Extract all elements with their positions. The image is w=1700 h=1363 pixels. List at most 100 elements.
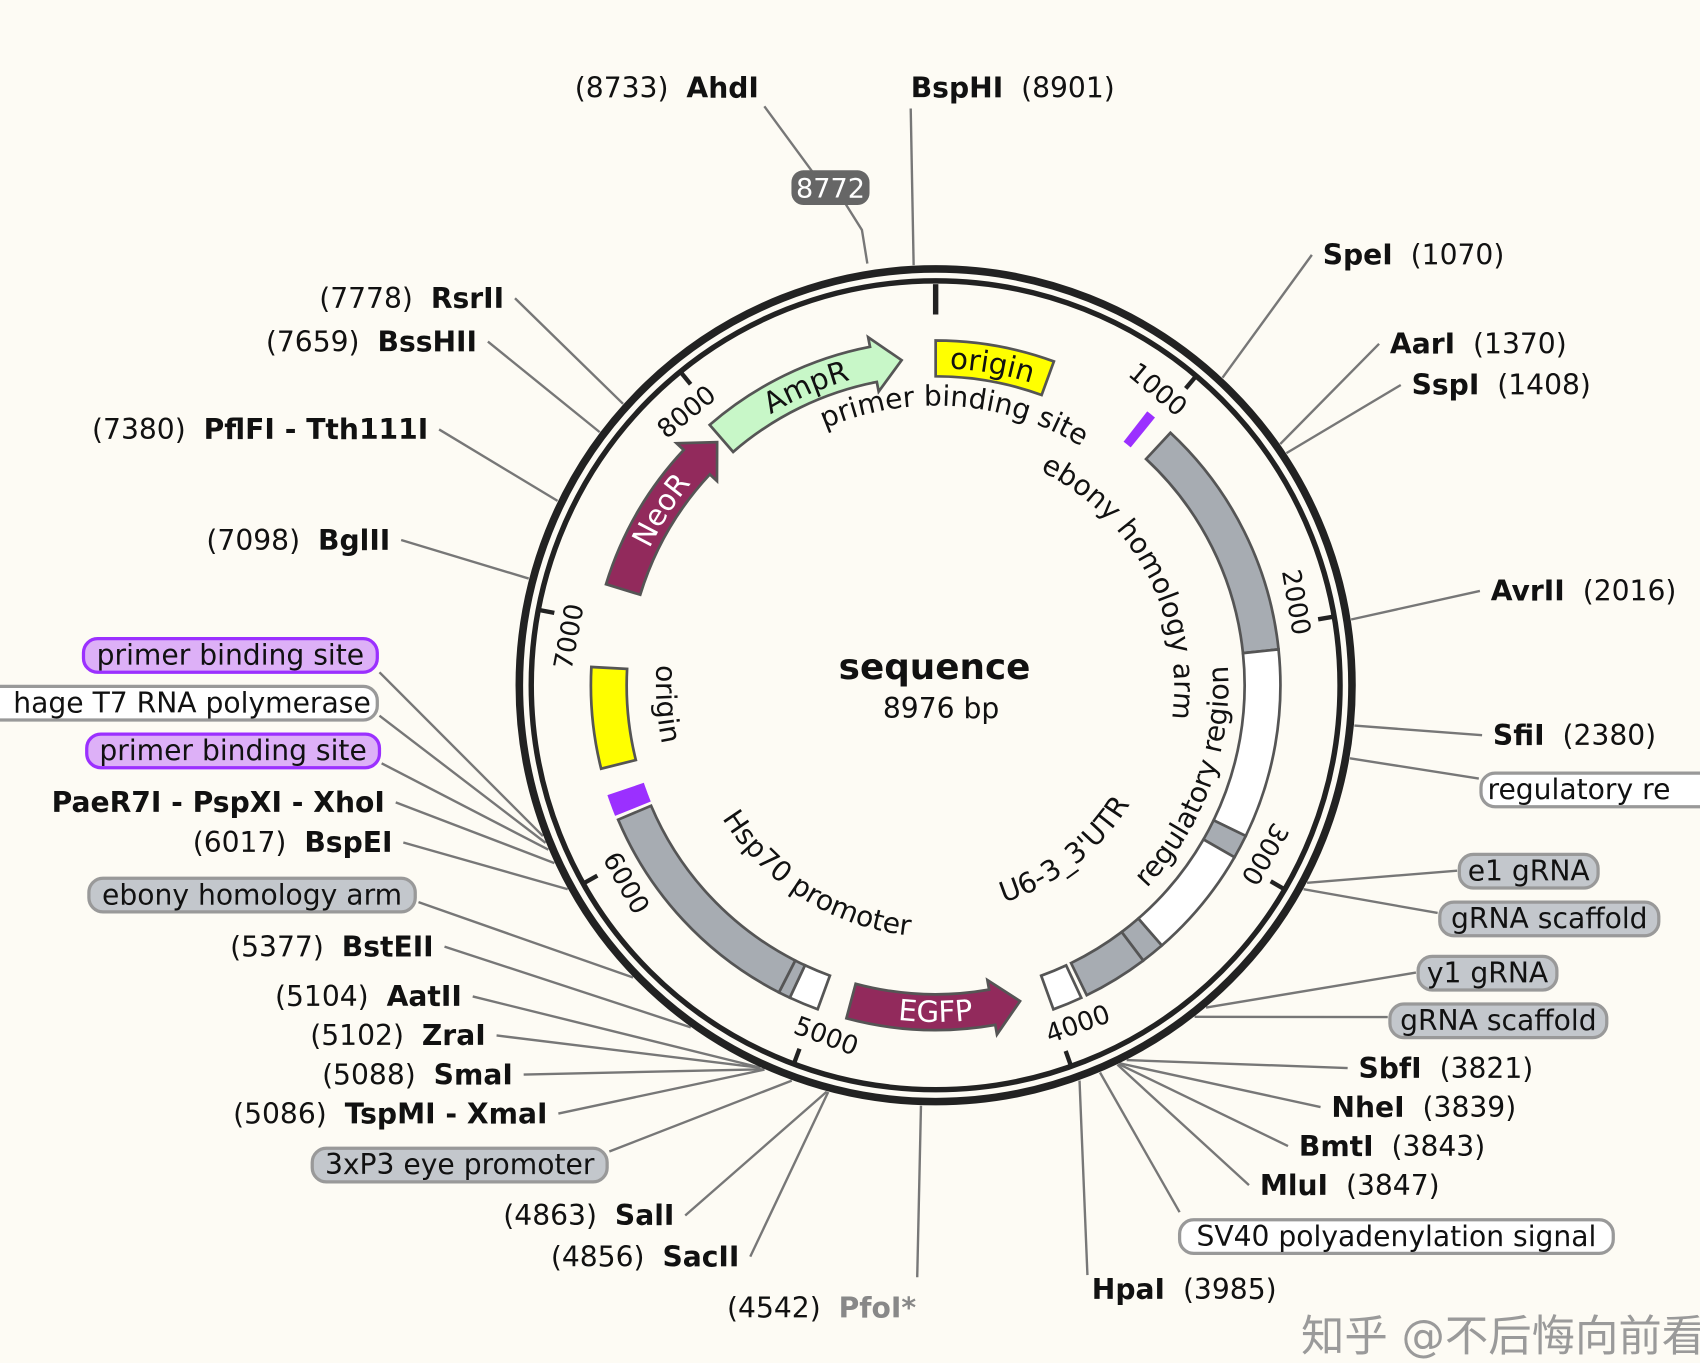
spacer	[1545, 719, 1563, 752]
feature-ampr[interactable]	[707, 334, 904, 454]
feature-u6-3-3-utr[interactable]	[1069, 930, 1146, 998]
enzyme-label[interactable]: SfiI (2380)	[1493, 719, 1656, 752]
leader-line	[842, 200, 869, 264]
leader-line	[1350, 589, 1481, 621]
leader-line	[444, 945, 692, 1029]
enzyme-label[interactable]: AarI (1370)	[1390, 328, 1567, 361]
enzyme-name: BssHII	[377, 325, 477, 358]
enzyme-label[interactable]: BmtI (3843)	[1299, 1130, 1485, 1163]
enzyme-position: (1070)	[1411, 239, 1505, 272]
feature-label-pill[interactable]: primer binding site	[85, 732, 382, 770]
enzyme-label[interactable]: BspHI (8901)	[911, 72, 1115, 105]
feature-label-pill[interactable]: gRNA scaffold	[1388, 1002, 1609, 1040]
pill-text: hage T7 RNA polymerase	[13, 686, 371, 719]
enzyme-label[interactable]: MluI (3847)	[1260, 1169, 1440, 1202]
enzyme-label[interactable]: (6017) BspEI	[193, 826, 393, 859]
spacer	[1393, 239, 1411, 272]
enzyme-name: PaeR7I - PspXI - XhoI	[52, 786, 385, 819]
enzyme-label[interactable]: (4542) PfoI*	[727, 1291, 916, 1324]
enzyme-name: SfiI	[1493, 719, 1545, 752]
enzyme-name: SbfI	[1358, 1052, 1421, 1085]
pill-background	[1479, 771, 1700, 809]
enzyme-label[interactable]: AvrII (2016)	[1491, 575, 1677, 608]
enzyme-label[interactable]: PaeR7I - PspXI - XhoI	[52, 786, 385, 819]
leader-line	[400, 538, 530, 580]
enzyme-label[interactable]: NheI (3839)	[1331, 1091, 1516, 1124]
inner-feature-label: origin	[649, 664, 688, 745]
tick-mark	[1317, 614, 1333, 622]
leader-line	[1116, 1063, 1250, 1186]
enzyme-label[interactable]: (4856) SacII	[551, 1240, 740, 1273]
pill-background	[1457, 852, 1600, 890]
spacer	[1405, 1091, 1423, 1124]
enzyme-label[interactable]: (5104) AatII	[275, 980, 462, 1013]
watermark: 知乎 @不后悔向前看	[1301, 1312, 1700, 1362]
enzyme-name: AhdI	[686, 72, 759, 105]
leader-line	[916, 1105, 923, 1278]
inner-feature-label-path: origin	[649, 664, 688, 745]
enzyme-label[interactable]: HpaI (3985)	[1092, 1273, 1277, 1306]
enzyme-position: (7659)	[266, 325, 360, 358]
pill-text: primer binding site	[97, 639, 364, 672]
feature-egfp[interactable]	[844, 977, 1022, 1038]
feature-origin[interactable]	[934, 339, 1056, 397]
enzyme-name: TspMI - XmaI	[345, 1097, 548, 1130]
map-length: 8976 bp	[883, 692, 999, 725]
feature-label-pill[interactable]: 3xP3 eye promoter	[310, 1146, 609, 1184]
feature-neor[interactable]	[604, 440, 719, 597]
spacer	[668, 72, 686, 105]
enzyme-label[interactable]: SbfI (3821)	[1358, 1052, 1533, 1085]
outer-ring-line	[515, 265, 1356, 1106]
pill-text: gRNA scaffold	[1400, 1004, 1597, 1037]
enzyme-label[interactable]: (7778) RsrII	[319, 282, 504, 315]
feature-origin[interactable]	[589, 665, 638, 771]
pill-text: 3xP3 eye promoter	[325, 1148, 595, 1181]
feature-segment[interactable]	[609, 788, 649, 810]
enzyme-name: AvrII	[1491, 575, 1565, 608]
enzyme-name: BstEII	[342, 930, 434, 963]
leader-line	[496, 1034, 761, 1069]
enzyme-position: (5102)	[310, 1019, 404, 1052]
enzyme-label[interactable]: (5377) BstEII	[230, 930, 434, 963]
feature-label-pill[interactable]: SV40 polyadenylation signal	[1177, 1218, 1615, 1256]
feature-label-pill[interactable]: y1 gRNA	[1416, 954, 1559, 992]
leader-line	[1126, 1058, 1348, 1070]
spacer	[597, 1199, 615, 1232]
enzyme-label[interactable]: (4863) SalI	[503, 1199, 674, 1232]
enzyme-label[interactable]: SpeI (1070)	[1323, 239, 1505, 272]
feature-label-pill[interactable]: regulatory re	[1479, 771, 1700, 809]
enzyme-label[interactable]: (7380) PflFI - Tth111I	[92, 413, 428, 446]
enzyme-position: (3985)	[1183, 1273, 1277, 1306]
enzyme-name: BspHI	[911, 72, 1003, 105]
spacer	[286, 826, 304, 859]
feature-segment[interactable]	[1039, 963, 1084, 1012]
tick-mark	[680, 371, 693, 386]
enzyme-label[interactable]: (7098) BglII	[206, 524, 390, 557]
enzyme-label[interactable]: (8733) AhdI	[575, 72, 759, 105]
tick-mark	[792, 1048, 802, 1063]
feature-primer-binding-site[interactable]	[1123, 411, 1156, 448]
feature-hsp70-promoter[interactable]	[616, 803, 798, 995]
enzyme-label[interactable]: (5086) TspMI - XmaI	[233, 1097, 547, 1130]
feature-label-pill[interactable]: gRNA scaffold	[1438, 900, 1661, 938]
enzyme-label[interactable]: SspI (1408)	[1412, 369, 1591, 402]
enzyme-label[interactable]: (7659) BssHII	[266, 325, 477, 358]
enzyme-name: HpaI	[1092, 1273, 1165, 1306]
enzyme-name: PfoI*	[839, 1291, 917, 1324]
feature-label-pill[interactable]: hage T7 RNA polymerase	[0, 684, 379, 722]
feature-label-pill[interactable]: e1 gRNA	[1457, 852, 1600, 890]
feature-segment[interactable]	[607, 782, 647, 803]
enzyme-label[interactable]: (5102) ZraI	[310, 1019, 485, 1052]
enzyme-label[interactable]: (5088) SmaI	[322, 1058, 513, 1091]
feature-segment[interactable]	[612, 794, 651, 816]
spacer	[300, 524, 318, 557]
enzyme-position: (6017)	[193, 826, 287, 859]
leader-line	[1119, 1062, 1321, 1109]
pill-background	[81, 637, 379, 674]
enzyme-position: (5377)	[230, 930, 324, 963]
feature-label-pill[interactable]: primer binding site	[81, 637, 379, 674]
feature-label-pill[interactable]: ebony homology arm	[87, 876, 417, 914]
spacer	[1374, 1130, 1392, 1163]
enzyme-name: SspI	[1412, 369, 1480, 402]
